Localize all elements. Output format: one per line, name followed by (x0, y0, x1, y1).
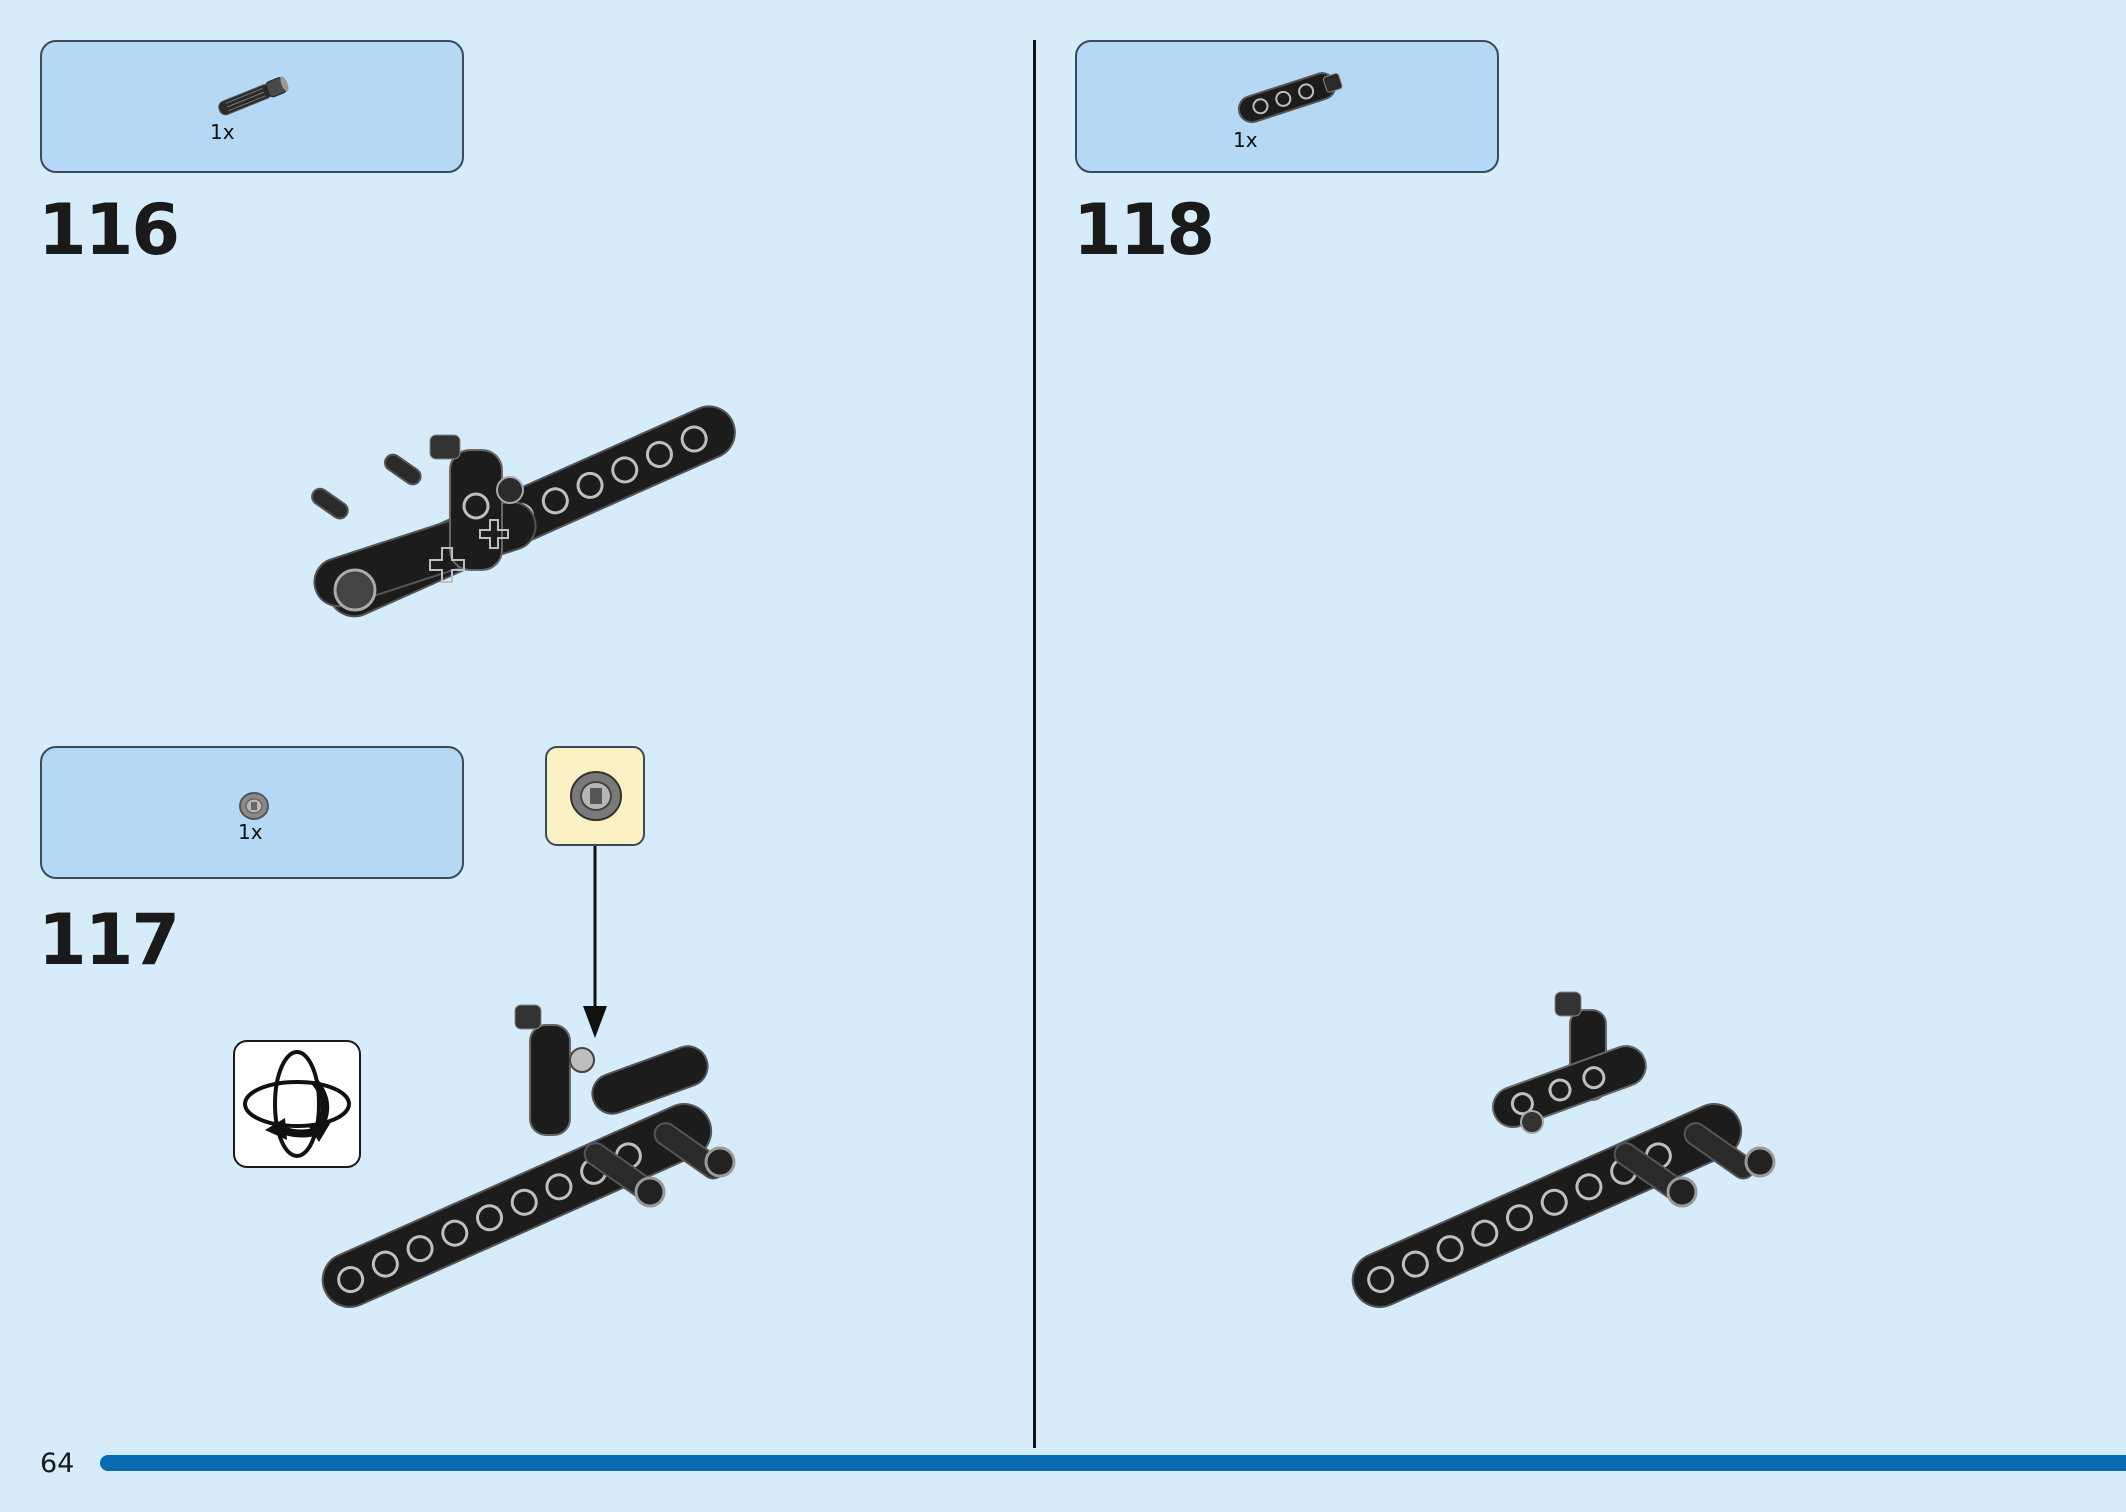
part-quantity: 1x (210, 120, 235, 144)
insert-arrow (583, 846, 607, 1038)
parts-list-step-118: 1x (1075, 40, 1499, 173)
page-number: 64 (40, 1448, 75, 1479)
model-assembly-step-117 (321, 1004, 736, 1308)
parts-list-step-116: 1x (40, 40, 464, 173)
part-quantity: 1x (238, 820, 263, 844)
bush-icon (570, 771, 622, 821)
page-progress-bar (100, 1455, 2126, 1471)
model-assembly-step-116 (311, 405, 736, 618)
model-assembly-step-118 (1351, 991, 1776, 1308)
parts-list-step-117: 1x (40, 746, 464, 879)
step-number-116: 116 (38, 189, 180, 271)
beam-icon (1237, 72, 1343, 124)
axle-pin-icon (218, 76, 289, 116)
step-number-117: 117 (38, 899, 180, 981)
part-quantity: 1x (1233, 128, 1258, 152)
step-number-118: 118 (1073, 189, 1215, 271)
rotate-model-indicator (233, 1040, 361, 1168)
rotate-icon (243, 1050, 351, 1158)
page-divider (1033, 40, 1036, 1448)
part-callout (545, 746, 645, 846)
bush-icon (239, 792, 269, 820)
